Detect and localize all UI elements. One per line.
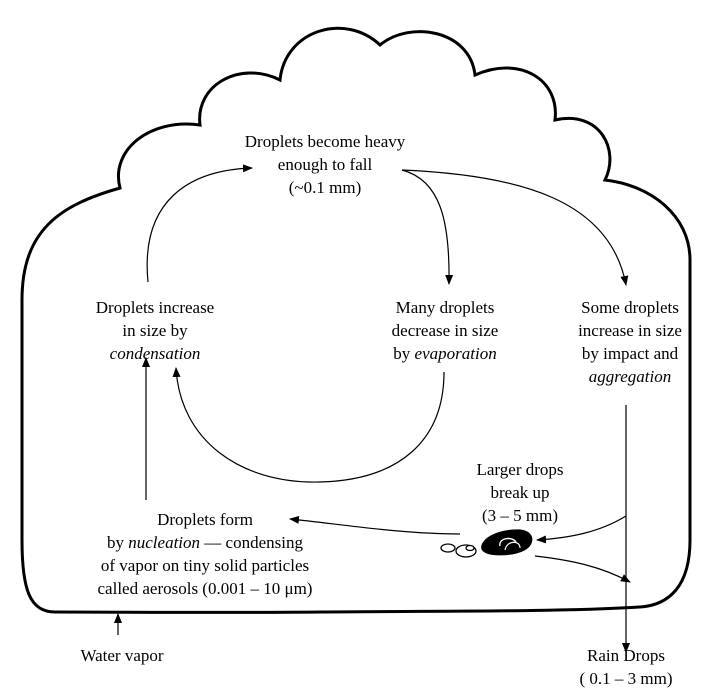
drop-cluster <box>440 529 533 558</box>
arrow-to-drops <box>536 515 627 544</box>
label-evaporation-line3-italic: evaporation <box>414 344 497 363</box>
label-aggregation-line4: aggregation <box>588 367 672 386</box>
label-breakup-line1: Larger drops <box>476 460 564 479</box>
arrow-condensation-to-heavy <box>146 164 253 283</box>
arrow-drops-to-rain-curved <box>534 555 631 583</box>
label-water-vapor-text: Water vapor <box>80 646 164 665</box>
label-evaporation-line1: Many droplets <box>395 298 495 317</box>
label-evaporation-line2: decrease in size <box>391 321 499 340</box>
label-heavy-line1: Droplets become heavy <box>244 132 406 151</box>
label-heavy-line2: enough to fall <box>277 155 373 174</box>
label-breakup-line2: break up <box>490 483 550 502</box>
label-rain-drops: Rain Drops ( 0.1 – 3 mm) <box>566 644 686 690</box>
arrow-evaporation-to-condensation <box>172 367 445 483</box>
label-nucleation-line2-prefix: by <box>107 533 129 552</box>
label-condensation: Droplets increase in size by condensatio… <box>70 296 240 365</box>
label-aggregation-line3: by impact and <box>581 344 679 363</box>
label-nucleation-line3: of vapor on tiny solid particles <box>100 556 310 575</box>
label-rain-line2: ( 0.1 – 3 mm) <box>579 669 673 688</box>
label-aggregation: Some droplets increase in size by impact… <box>555 296 705 388</box>
label-heavy-line3: (~0.1 mm) <box>288 178 362 197</box>
cloud-outline <box>20 26 692 614</box>
label-nucleation: Droplets form by nucleation — condensing… <box>60 508 350 600</box>
label-condensation-line2: in size by <box>122 321 188 340</box>
label-nucleation-line1: Droplets form <box>157 510 253 529</box>
label-condensation-line3: condensation <box>109 344 201 363</box>
label-nucleation-line2-italic: nucleation <box>128 533 201 552</box>
label-aggregation-line1: Some droplets <box>581 298 679 317</box>
label-breakup: Larger drops break up (3 – 5 mm) <box>455 458 585 527</box>
label-aggregation-line2: increase in size <box>578 321 682 340</box>
label-nucleation-line4: called aerosols (0.001 – 10 μm) <box>97 579 313 598</box>
label-evaporation: Many droplets decrease in size by evapor… <box>370 296 520 365</box>
label-water-vapor: Water vapor <box>62 644 182 667</box>
label-breakup-line3: (3 – 5 mm) <box>481 506 559 525</box>
label-condensation-line1: Droplets increase <box>95 298 215 317</box>
arrow-heavy-to-evaporation <box>401 169 454 285</box>
label-rain-line1: Rain Drops <box>587 646 665 665</box>
arrow-heavy-to-aggregation <box>401 169 629 286</box>
label-heavy: Droplets become heavy enough to fall (~0… <box>190 130 460 199</box>
arrow-breakup-to-nucleation <box>289 515 461 535</box>
label-evaporation-line3-prefix: by <box>393 344 415 363</box>
label-nucleation-line2-suffix: — condensing <box>200 533 303 552</box>
label-evaporation-line3: by evaporation <box>370 342 520 365</box>
label-nucleation-line2: by nucleation — condensing <box>60 531 350 554</box>
